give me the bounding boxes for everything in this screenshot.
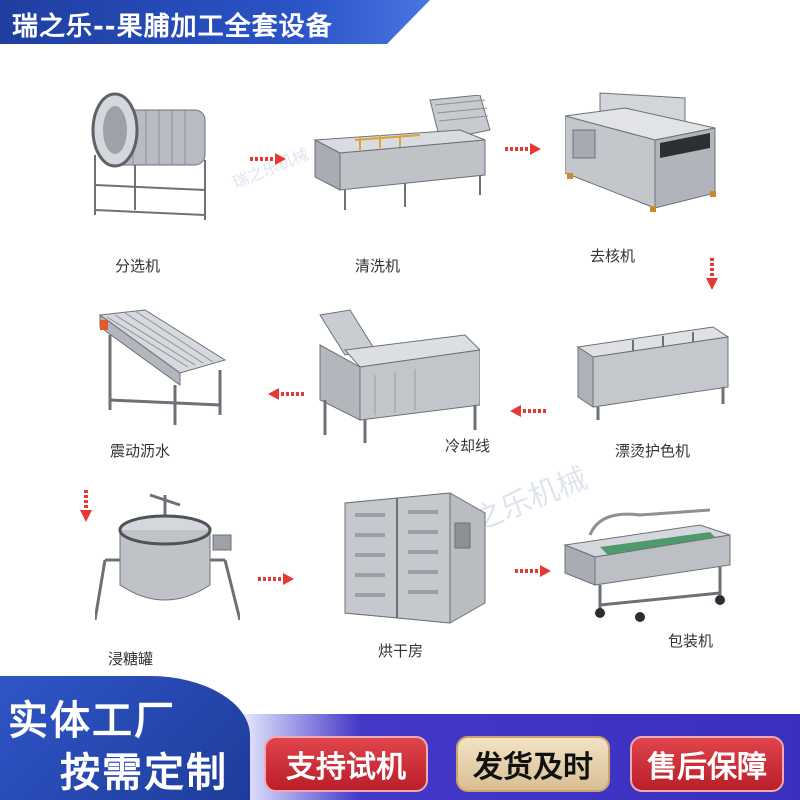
flow-arrow-left: [268, 385, 304, 404]
step-label: 震动沥水: [110, 442, 171, 460]
cooling-line-image: [315, 305, 480, 445]
flow-arrow-left: [510, 402, 546, 421]
flow-arrow-right: [515, 562, 551, 581]
step-label: 包装机: [668, 632, 714, 650]
step-label: 分选机: [115, 257, 161, 275]
flow-arrow-down: [706, 258, 718, 294]
flow-arrow-right: [505, 140, 541, 159]
drying-room-image: [340, 488, 490, 628]
flow-arrow-right: [258, 570, 294, 589]
page-title: 瑞之乐--果脯加工全套设备: [12, 12, 333, 42]
rotary-drum-grader-image: [85, 85, 215, 225]
blanching-machine-image: [573, 312, 733, 422]
slogan-panel: [0, 676, 250, 800]
step-label: 烘干房: [378, 642, 424, 660]
flow-arrow-down: [80, 490, 92, 526]
badge-after-sales: 售后保障: [630, 736, 784, 792]
sugar-soaking-tank-image: [95, 490, 240, 630]
flow-arrow-right: [250, 150, 286, 169]
vacuum-packing-machine-image: [560, 505, 735, 625]
slogan-line-2: 按需定制: [60, 750, 228, 796]
vibrating-dewaterer-image: [85, 305, 230, 430]
step-label: 浸糖罐: [108, 650, 154, 668]
badge-trial: 支持试机: [264, 736, 428, 792]
pitting-machine-image: [565, 88, 725, 223]
step-label: 清洗机: [355, 257, 401, 275]
step-label: 去核机: [590, 247, 636, 265]
title-banner: [0, 0, 430, 44]
step-label: 冷却线: [445, 437, 491, 455]
step-label: 漂烫护色机: [615, 442, 691, 460]
bubble-washer-image: [310, 95, 495, 215]
badge-fast-shipping: 发货及时: [456, 736, 610, 792]
slogan-line-1: 实体工厂: [8, 698, 176, 744]
